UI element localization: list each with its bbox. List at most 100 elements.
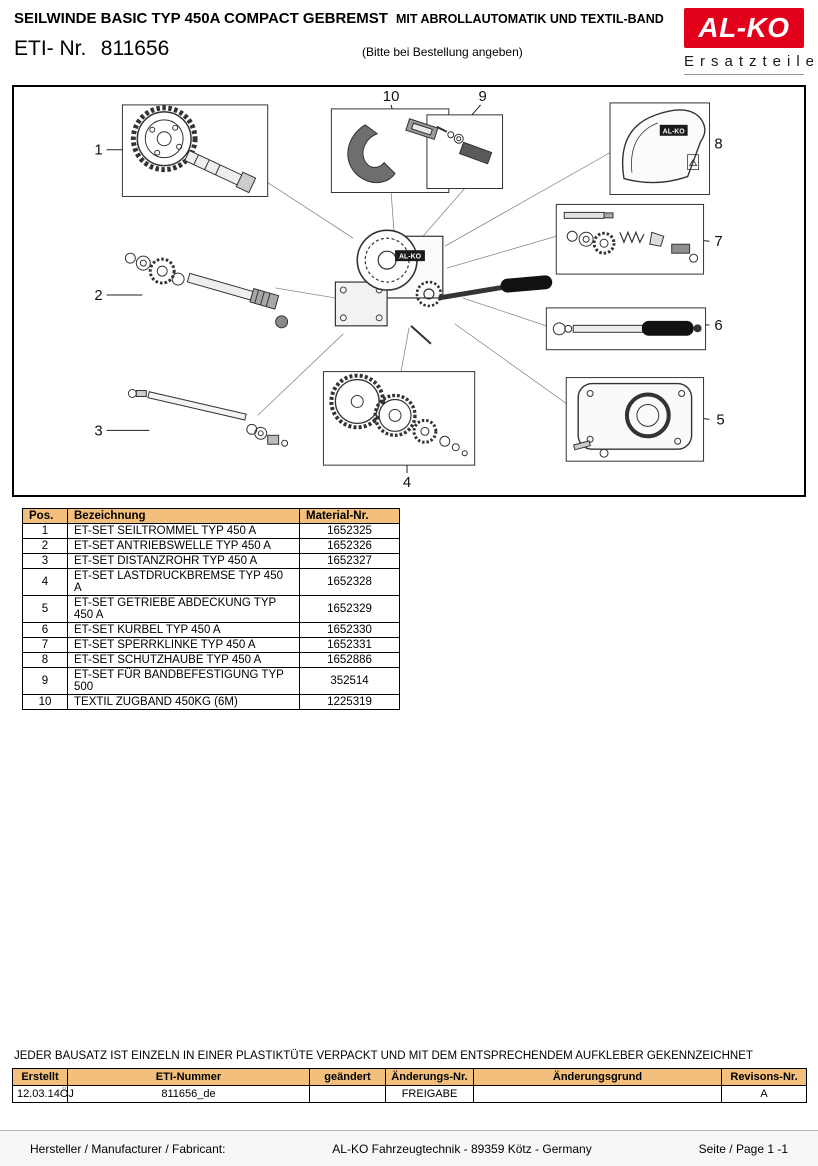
bezeichnung-cell: ET-SET SEILTROMMEL TYP 450 A	[67, 523, 300, 539]
assembly-lines	[257, 152, 611, 416]
eti-row: ETI- Nr. 811656 (Bitte bei Bestellung an…	[14, 37, 668, 63]
part-schutzhaube: AL-KO	[621, 109, 706, 184]
callout-6: 6	[714, 317, 722, 334]
page-number: Seite / Page 1 -1	[698, 1141, 788, 1156]
exploded-diagram-svg: AL-KO	[94, 88, 724, 491]
col-header-geaendert: geändert	[309, 1068, 386, 1086]
col-header-aenderungs-nr: Änderungs-Nr.	[385, 1068, 474, 1086]
col-header-revisons-nr: Revisons-Nr.	[721, 1068, 807, 1086]
manufacturer-name: AL-KO Fahrzeugtechnik - 89359 Kötz - Ger…	[332, 1141, 592, 1156]
geaendert-cell	[309, 1085, 386, 1103]
col-header-aenderungsgrund: Änderungsgrund	[473, 1068, 722, 1086]
alko-logo-text: AL-KO	[698, 12, 790, 43]
callout-7: 7	[714, 233, 722, 250]
parts-table-header-row: Pos. Bezeichnung Material-Nr.	[22, 508, 400, 524]
pos-cell: 7	[22, 637, 68, 653]
ersatzteile-label: Ersatzteile	[684, 53, 814, 75]
erstellt-cell: 12.03.14ÖJ	[12, 1085, 74, 1103]
revisons-nr-cell: A	[721, 1085, 807, 1103]
packaging-note: JEDER BAUSATZ IST EINZELN IN EINER PLAST…	[14, 1050, 753, 1062]
pos-cell: 8	[22, 652, 68, 668]
callout-8: 8	[714, 136, 722, 153]
revision-table: Erstellt ETI-Nummer geändert Änderungs-N…	[12, 1068, 807, 1103]
part-bandbefestigung	[436, 125, 493, 165]
exploded-diagram: AL-KO	[12, 85, 806, 497]
pos-cell: 5	[22, 595, 68, 623]
col-header-material-nr: Material-Nr.	[299, 508, 400, 524]
eti-nummer-cell: 811656_de	[67, 1085, 310, 1103]
callouts: 1 2 3 4 5 6 7 8 9 10	[94, 88, 724, 491]
bezeichnung-cell: ET-SET ANTRIEBSWELLE TYP 450 A	[67, 538, 300, 554]
revision-data-row: 12.03.14ÖJ 811656_de FREIGABE A	[12, 1085, 807, 1103]
callout-2: 2	[94, 287, 102, 304]
material-cell: 1652326	[299, 538, 400, 554]
aenderungs-nr-cell: FREIGABE	[385, 1085, 474, 1103]
material-cell: 1652329	[299, 595, 400, 623]
pos-cell: 4	[22, 568, 68, 596]
pos-cell: 6	[22, 622, 68, 638]
material-cell: 1652330	[299, 622, 400, 638]
revision-header-row: Erstellt ETI-Nummer geändert Änderungs-N…	[12, 1068, 807, 1086]
winch-body-label: AL-KO	[399, 254, 422, 261]
part-antriebswelle	[124, 252, 289, 329]
svg-text:AL-KO: AL-KO	[663, 128, 686, 135]
callout-10: 10	[383, 88, 400, 105]
aenderungsgrund-cell	[473, 1085, 722, 1103]
bezeichnung-cell: ET-SET SCHUTZHAUBE TYP 450 A	[67, 652, 300, 668]
part-distanzrohr	[127, 389, 289, 447]
pos-cell: 3	[22, 553, 68, 569]
pos-cell: 1	[22, 523, 68, 539]
pos-cell: 10	[22, 694, 68, 710]
bezeichnung-cell: ET-SET KURBEL TYP 450 A	[67, 622, 300, 638]
pos-cell: 9	[22, 667, 68, 695]
callout-1: 1	[94, 142, 102, 159]
winch-body: AL-KO	[334, 229, 553, 345]
pos-cell: 2	[22, 538, 68, 554]
bezeichnung-cell: ET-SET LASTDRUCKBREMSE TYP 450 A	[67, 568, 300, 596]
title-line: SEILWINDE BASIC TYP 450A COMPACT GEBREMS…	[14, 10, 668, 28]
eti-number-value: 811656	[100, 37, 170, 60]
col-header-bezeichnung: Bezeichnung	[67, 508, 300, 524]
document-subtitle: MIT ABROLLAUTOMATIK UND TEXTIL-BAND	[395, 12, 664, 26]
material-cell: 1652331	[299, 637, 400, 653]
material-cell: 352514	[299, 667, 400, 695]
material-cell: 1652886	[299, 652, 400, 668]
bezeichnung-cell: ET-SET DISTANZROHR TYP 450 A	[67, 553, 300, 569]
order-note: (Bitte bei Bestellung angeben)	[362, 45, 523, 59]
callout-4: 4	[403, 474, 411, 491]
callout-3: 3	[94, 422, 102, 439]
callout-5: 5	[716, 411, 724, 428]
material-cell: 1225319	[299, 694, 400, 710]
bezeichnung-cell: ET-SET GETRIEBE ABDECKUNG TYP 450 A	[67, 595, 300, 623]
material-cell: 1652327	[299, 553, 400, 569]
bezeichnung-cell: ET-SET SPERRKLINKE TYP 450 A	[67, 637, 300, 653]
header: SEILWINDE BASIC TYP 450A COMPACT GEBREMS…	[14, 10, 668, 63]
document-title: SEILWINDE BASIC TYP 450A COMPACT GEBREMS…	[14, 10, 388, 27]
bezeichnung-cell: ET-SET FÜR BANDBEFESTIGUNG TYP 500	[67, 667, 300, 695]
bezeichnung-cell: TEXTIL ZUGBAND 450KG (6M)	[67, 694, 300, 710]
part-sperrklinke	[563, 211, 699, 263]
material-cell: 1652325	[299, 523, 400, 539]
col-header-erstellt: Erstellt	[12, 1068, 68, 1086]
eti-number-label: ETI- Nr.	[14, 37, 87, 60]
col-header-pos: Pos.	[22, 508, 68, 524]
material-cell: 1652328	[299, 568, 400, 596]
col-header-eti-nummer: ETI-Nummer	[67, 1068, 310, 1086]
part-kurbel	[552, 320, 702, 336]
brand-block: AL-KO Ersatzteile	[684, 8, 814, 75]
part-getriebe-abdeckung	[573, 382, 693, 458]
part-seiltrommel	[130, 105, 257, 194]
part-textil-zugband	[347, 118, 439, 184]
callout-9: 9	[478, 88, 486, 105]
